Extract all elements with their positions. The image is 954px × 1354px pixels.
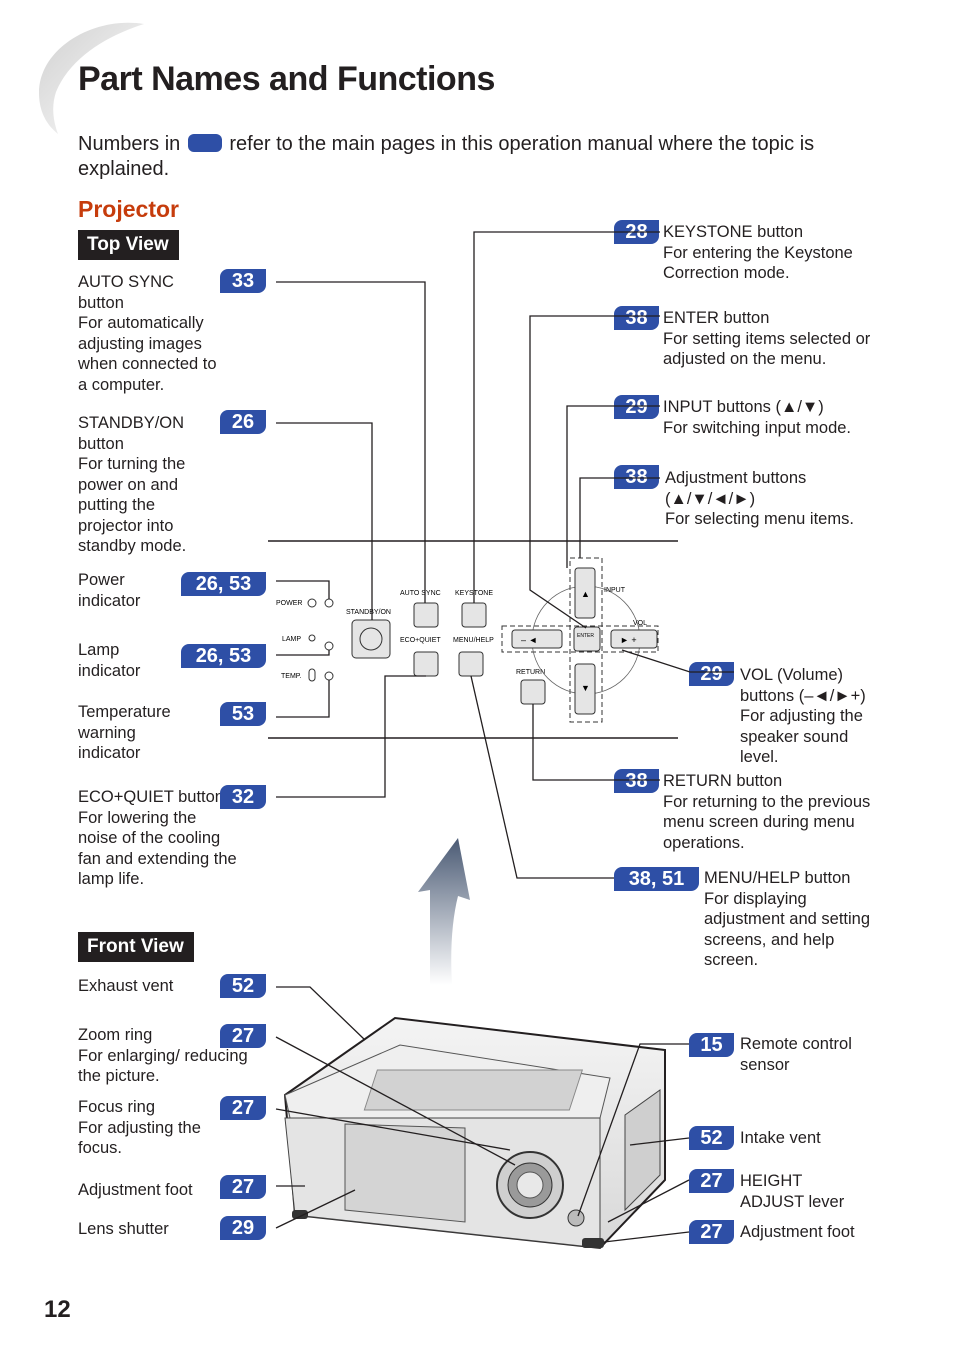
page-ref-input: 29: [614, 395, 659, 419]
page-ref-power: 26, 53: [181, 572, 266, 596]
keystone-button-icon: [461, 602, 487, 628]
svg-text:▲: ▲: [581, 589, 590, 599]
svg-text:STANDBY/ON: STANDBY/ON: [346, 609, 391, 616]
label-adjustment-foot-left: Adjustment foot: [78, 1181, 193, 1199]
page-ref-intake: 52: [689, 1126, 734, 1150]
up-button-icon: [574, 567, 596, 619]
svg-text:POWER: POWER: [276, 600, 302, 607]
page-ref-enter: 38: [614, 306, 659, 330]
page-ref-lamp: 26, 53: [181, 644, 266, 668]
top-view-label: Top View: [78, 230, 179, 260]
corner-swoosh: [39, 22, 144, 135]
svg-text:VOL: VOL: [633, 620, 647, 627]
front-view-label: Front View: [78, 932, 194, 962]
page-ref-foot-right: 27: [689, 1220, 734, 1244]
page-ref-auto-sync: 33: [220, 269, 266, 293]
svg-text:RETURN: RETURN: [516, 669, 545, 676]
section-heading: Projector: [78, 196, 179, 222]
page-ref-return: 38: [614, 769, 659, 793]
svg-text:► +: ► +: [620, 635, 637, 645]
svg-text:MENU/HELP: MENU/HELP: [453, 637, 494, 644]
label-lens-shutter: Lens shutter: [78, 1220, 169, 1238]
label-exhaust-vent: Exhaust vent: [78, 977, 174, 995]
label-intake-vent: Intake vent: [740, 1129, 821, 1147]
page-ref-shutter: 29: [220, 1216, 266, 1240]
svg-text:LAMP: LAMP: [282, 636, 301, 643]
label-adjustment: Adjustment buttons (▲/▼/◄/►)For selectin…: [665, 469, 854, 528]
page-number: 12: [44, 1296, 71, 1323]
svg-text:INPUT: INPUT: [604, 587, 626, 594]
power-indicator-icon: POWER: [276, 598, 334, 608]
menu-help-button-icon: [458, 651, 484, 677]
label-remote-sensor: Remote control sensor: [740, 1035, 852, 1074]
page-ref-remote: 15: [689, 1033, 734, 1057]
page-ref-temp: 53: [220, 702, 266, 726]
standby-button-icon: [351, 619, 391, 659]
page-ref-foot-left: 27: [220, 1175, 266, 1199]
label-lamp-indicator: Lamp indicator: [78, 641, 141, 680]
intro-text: Numbers in refer to the main pages in th…: [78, 133, 815, 180]
page-ref-focus: 27: [220, 1096, 266, 1120]
svg-text:– ◄: – ◄: [521, 635, 537, 645]
label-adjustment-foot-right: Adjustment foot: [740, 1223, 855, 1241]
label-vol: VOL (Volume) buttons (–◄/►+)For adjustin…: [740, 666, 866, 766]
page-ref-zoom: 27: [220, 1024, 266, 1048]
plus-button-icon: [610, 629, 658, 649]
svg-text:ECO+QUIET: ECO+QUIET: [400, 637, 441, 644]
page-ref-vol: 29: [689, 662, 734, 686]
svg-text:TEMP.: TEMP.: [281, 673, 302, 680]
page-ref-exhaust: 52: [220, 974, 266, 998]
down-button-icon: [574, 663, 596, 715]
temp-indicator-icon: TEMP.: [281, 668, 334, 682]
page-ref-pill-icon: [187, 134, 222, 152]
rotate-arrow-icon: [418, 838, 470, 985]
projector-illustration: [283, 1016, 666, 1250]
minus-button-icon: [511, 629, 563, 649]
enter-button-icon: [573, 626, 601, 652]
return-button-icon: [520, 679, 546, 705]
lamp-indicator-icon: LAMP: [282, 634, 334, 651]
svg-text:▼: ▼: [581, 683, 590, 693]
page-ref-height: 27: [689, 1169, 734, 1193]
label-power-indicator: Power indicator: [78, 571, 141, 610]
svg-text:AUTO SYNC: AUTO SYNC: [400, 590, 441, 597]
label-temp-indicator: Temperature warning indicator: [78, 703, 171, 762]
page-ref-menu-help: 38, 51: [614, 867, 699, 891]
page-title: Part Names and Functions: [78, 60, 495, 98]
page-ref-standby: 26: [220, 410, 266, 434]
label-height-adjust: HEIGHT ADJUST lever: [740, 1172, 845, 1211]
auto-sync-button-icon: [413, 602, 439, 628]
eco-quiet-button-icon: [413, 651, 439, 677]
page-ref-adjustment: 38: [614, 465, 659, 489]
label-input: INPUT buttons (▲/▼)For switching input m…: [663, 398, 852, 437]
page-ref-eco: 32: [220, 785, 266, 809]
svg-text:ENTER: ENTER: [577, 633, 594, 639]
